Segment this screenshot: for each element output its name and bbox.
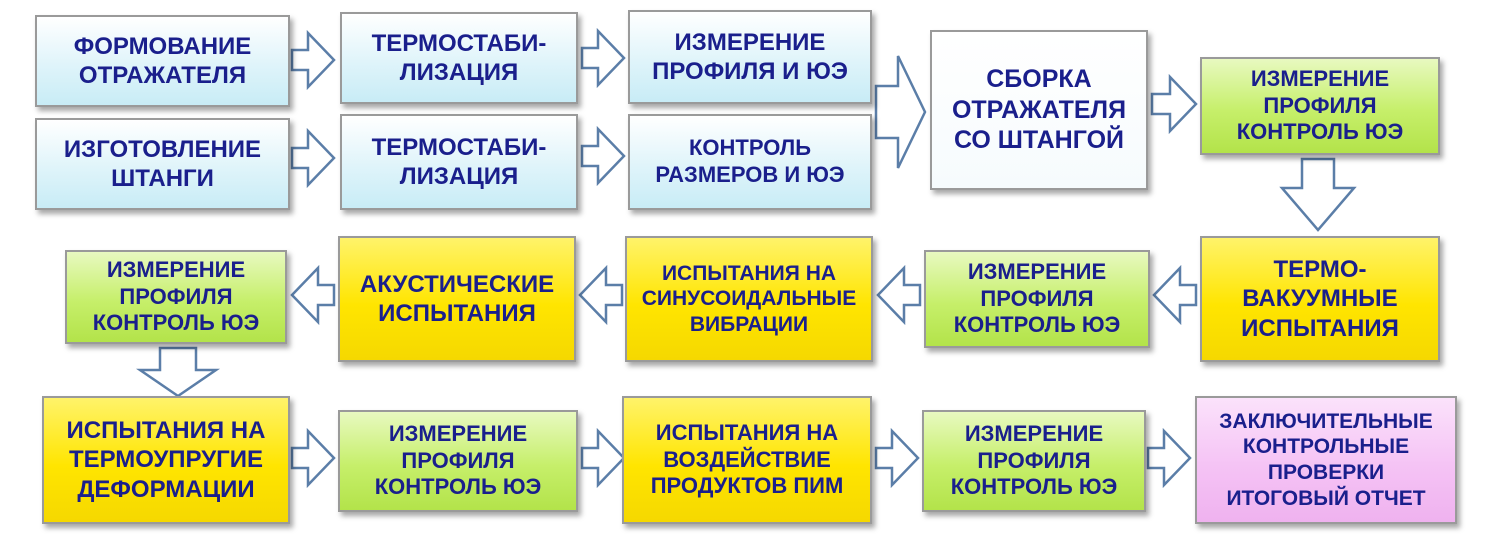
- box-label: АКУСТИЧЕСКИЕ ИСПЫТАНИЯ: [359, 270, 555, 327]
- box-label: СБОРКА ОТРАЖАТЕЛЯ СО ШТАНГОЙ: [951, 65, 1127, 155]
- box-label: ТЕРМОСТАБИ- ЛИЗАЦИЯ: [371, 133, 547, 190]
- box-acoustic: АКУСТИЧЕСКИЕ ИСПЫТАНИЯ: [338, 236, 576, 362]
- arrow-right-icon: [580, 27, 626, 89]
- box-measure-control-2: ИЗМЕРЕНИЕ ПРОФИЛЯ КОНТРОЛЬ ЮЭ: [924, 250, 1150, 348]
- box-label: ИЗМЕРЕНИЕ ПРОФИЛЯ И ЮЭ: [652, 28, 848, 85]
- arrow-right-icon: [874, 427, 920, 489]
- arrow-right-icon: [580, 125, 626, 187]
- box-label: ИЗМЕРЕНИЕ ПРОФИЛЯ КОНТРОЛЬ ЮЭ: [92, 256, 260, 336]
- box-label: ИСПЫТАНИЯ НА ВОЗДЕЙСТВИЕ ПРОДУКТОВ ПИМ: [650, 419, 844, 499]
- box-label: ИЗГОТОВЛЕНИЕ ШТАНГИ: [63, 135, 262, 192]
- box-label: ИЗМЕРЕНИЕ ПРОФИЛЯ КОНТРОЛЬ ЮЭ: [1236, 65, 1404, 145]
- arrow-right-icon: [290, 29, 336, 91]
- box-reflector-forming: ФОРМОВАНИЕ ОТРАЖАТЕЛЯ: [35, 15, 290, 107]
- box-label: ЗАКЛЮЧИТЕЛЬНЫЕ КОНТРОЛЬНЫЕ ПРОВЕРКИ ИТОГ…: [1219, 409, 1433, 510]
- box-label: ИЗМЕРЕНИЕ ПРОФИЛЯ КОНТРОЛЬ ЮЭ: [374, 420, 542, 500]
- box-thermostabilization-2: ТЕРМОСТАБИ- ЛИЗАЦИЯ: [340, 114, 578, 210]
- arrow-left-icon: [1152, 264, 1198, 326]
- box-label: ИСПЫТАНИЯ НА СИНУСОИДАЛЬНЫЕ ВИБРАЦИИ: [641, 261, 857, 336]
- box-label: ТЕРМО- ВАКУУМНЫЕ ИСПЫТАНИЯ: [1241, 256, 1399, 342]
- box-label: ФОРМОВАНИЕ ОТРАЖАТЕЛЯ: [73, 32, 252, 89]
- box-assembly: СБОРКА ОТРАЖАТЕЛЯ СО ШТАНГОЙ: [930, 30, 1148, 190]
- box-profile-measure-1: ИЗМЕРЕНИЕ ПРОФИЛЯ И ЮЭ: [628, 10, 872, 104]
- box-label: ТЕРМОСТАБИ- ЛИЗАЦИЯ: [371, 29, 547, 86]
- box-sine-vibration: ИСПЫТАНИЯ НА СИНУСОИДАЛЬНЫЕ ВИБРАЦИИ: [625, 236, 873, 362]
- box-measure-control-4: ИЗМЕРЕНИЕ ПРОФИЛЯ КОНТРОЛЬ ЮЭ: [338, 410, 578, 512]
- arrow-right-icon: [1150, 73, 1198, 135]
- box-label: КОНТРОЛЬ РАЗМЕРОВ И ЮЭ: [655, 135, 845, 187]
- arrow-merge-icon: [874, 55, 927, 169]
- box-thermostabilization-1: ТЕРМОСТАБИ- ЛИЗАЦИЯ: [340, 12, 578, 104]
- arrow-right-icon: [290, 127, 336, 189]
- box-measure-control-5: ИЗМЕРЕНИЕ ПРОФИЛЯ КОНТРОЛЬ ЮЭ: [922, 410, 1146, 512]
- box-label: ИЗМЕРЕНИЕ ПРОФИЛЯ КОНТРОЛЬ ЮЭ: [950, 420, 1118, 500]
- box-pim-test: ИСПЫТАНИЯ НА ВОЗДЕЙСТВИЕ ПРОДУКТОВ ПИМ: [622, 396, 872, 524]
- box-thermoelastic: ИСПЫТАНИЯ НА ТЕРМОУПРУГИЕ ДЕФОРМАЦИИ: [42, 396, 290, 524]
- arrow-left-icon: [290, 264, 336, 326]
- arrow-down-icon: [135, 346, 221, 398]
- arrow-left-icon: [578, 264, 624, 326]
- box-measure-control-3: ИЗМЕРЕНИЕ ПРОФИЛЯ КОНТРОЛЬ ЮЭ: [65, 250, 287, 344]
- box-thermovacuum: ТЕРМО- ВАКУУМНЫЕ ИСПЫТАНИЯ: [1200, 236, 1440, 362]
- box-final-checks: ЗАКЛЮЧИТЕЛЬНЫЕ КОНТРОЛЬНЫЕ ПРОВЕРКИ ИТОГ…: [1195, 396, 1457, 524]
- arrow-right-icon: [1146, 427, 1192, 489]
- arrow-down-icon: [1279, 157, 1357, 232]
- box-label: ИЗМЕРЕНИЕ ПРОФИЛЯ КОНТРОЛЬ ЮЭ: [953, 258, 1121, 338]
- box-measure-control-1: ИЗМЕРЕНИЕ ПРОФИЛЯ КОНТРОЛЬ ЮЭ: [1200, 57, 1440, 155]
- arrow-left-icon: [876, 264, 922, 326]
- box-rod-manufacture: ИЗГОТОВЛЕНИЕ ШТАНГИ: [35, 118, 290, 210]
- arrow-right-icon: [290, 427, 336, 489]
- arrow-right-icon: [580, 427, 626, 489]
- box-label: ИСПЫТАНИЯ НА ТЕРМОУПРУГИЕ ДЕФОРМАЦИИ: [66, 417, 266, 503]
- box-size-control: КОНТРОЛЬ РАЗМЕРОВ И ЮЭ: [628, 114, 872, 210]
